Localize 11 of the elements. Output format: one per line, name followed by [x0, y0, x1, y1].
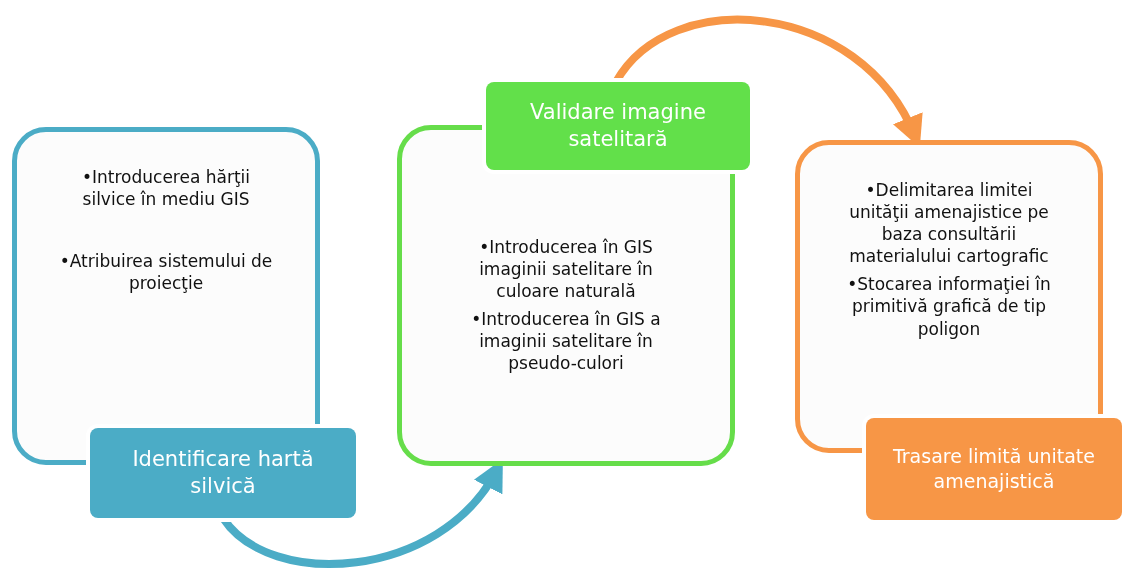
step-title: Identificare hartă silvică: [131, 445, 315, 500]
bullet-text: •Delimitarea limitei unităţii amenajistice pe baza consultării materialului cartografic: [848, 179, 1050, 268]
bullet-text: •Introducerea hărţii silvice în mediu GIS: [80, 166, 252, 211]
step-card: [12, 127, 320, 465]
bullet-text: •Introducerea în GIS a imaginii satelitare în pseudo-culori: [470, 308, 662, 375]
bullet-text: •Introducerea în GIS imaginii satelitare în culoare naturală: [478, 236, 654, 303]
step-card: [397, 125, 735, 466]
step-title: Trasare limită unitate amenajistică: [892, 444, 1096, 494]
bullet-text: •Atribuirea sistemului de proiecţie: [58, 250, 274, 295]
bullet-text: •Stocarea informaţiei în primitivă grafică de tip poligon: [846, 273, 1052, 340]
step-title: Validare imagine satelitară: [529, 98, 707, 153]
